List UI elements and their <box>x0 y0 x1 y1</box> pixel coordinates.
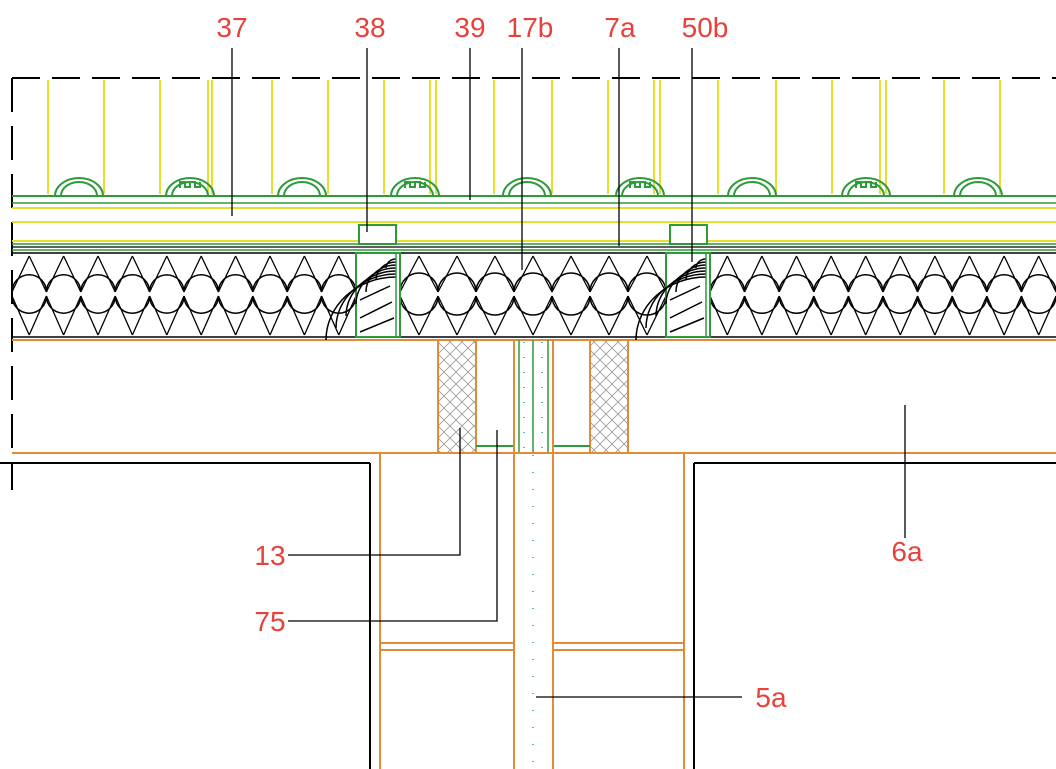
roof-tile <box>277 177 327 197</box>
callout-39: 39 <box>454 12 485 43</box>
roof-insulation <box>11 255 1056 336</box>
callout-37: 37 <box>216 12 247 43</box>
roof-tile <box>54 177 104 197</box>
tile-battens <box>47 80 1001 194</box>
callout-38: 38 <box>354 12 385 43</box>
callout-75: 75 <box>254 606 285 637</box>
callout-7a: 7a <box>604 12 636 43</box>
roof-tiles <box>54 177 1003 197</box>
roof-layers <box>12 195 1056 341</box>
callout-50b: 50b <box>682 12 729 43</box>
roof-tile <box>841 177 891 197</box>
callout-17b: 17b <box>507 12 554 43</box>
callout-13: 13 <box>254 540 285 571</box>
rafter <box>325 252 401 341</box>
roof-tile <box>502 177 552 197</box>
walls <box>0 452 1056 769</box>
leader-lines <box>231 48 906 698</box>
section-cut-boundary <box>11 77 1056 490</box>
callout-5a: 5a <box>755 682 787 713</box>
roof-tile <box>727 177 777 197</box>
roof-tile <box>165 177 215 197</box>
callout-6a: 6a <box>891 536 923 567</box>
roof-tile <box>615 177 665 197</box>
wall-head <box>437 339 629 769</box>
roof-tile <box>390 177 440 197</box>
roof-tile <box>953 177 1003 197</box>
rafters <box>325 252 711 341</box>
rafter <box>635 252 711 341</box>
callout-labels: 37 38 39 17b 7a 50b 13 75 6a 5a <box>216 12 923 713</box>
rafter-battens <box>358 224 708 245</box>
